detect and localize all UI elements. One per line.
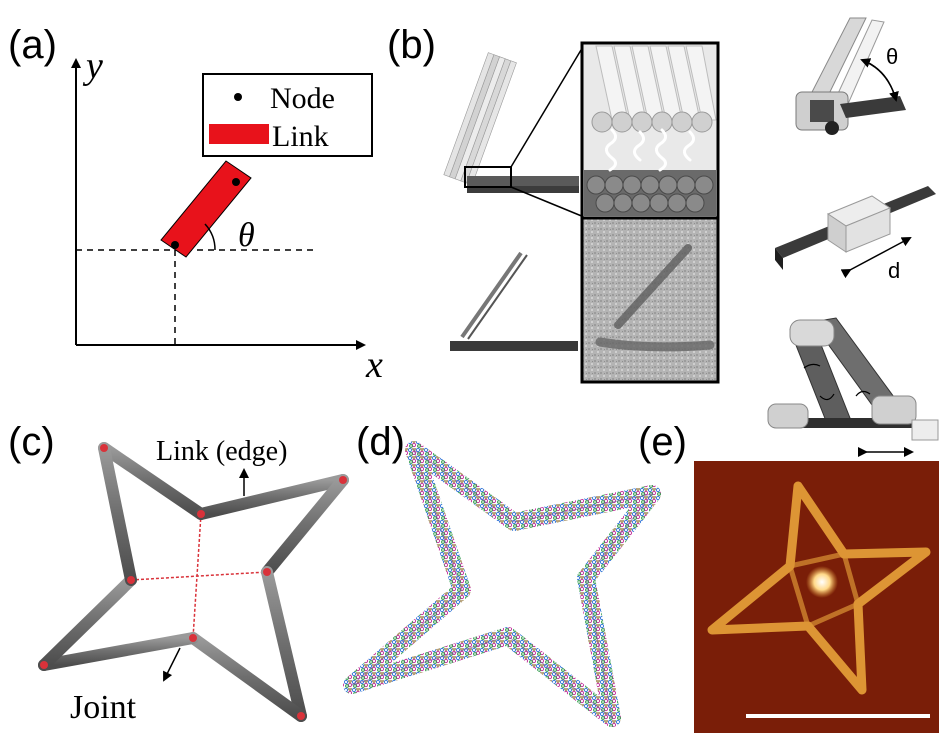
node-dot-start: [171, 241, 179, 249]
legend-node-label: Node: [270, 82, 335, 115]
helix-zoom-inset: [580, 41, 720, 220]
panel-d: (d): [343, 420, 661, 727]
revolute-joint-render: θ: [795, 17, 906, 135]
panel-b: (b): [387, 17, 939, 457]
prismatic-joint-render: d: [775, 186, 936, 283]
bundle-hinge-render: [443, 44, 585, 218]
panel-b-label: (b): [387, 23, 436, 67]
d-label: d: [888, 258, 900, 283]
panel-e: (e): [638, 420, 939, 733]
triangle-mechanism-render: [767, 317, 939, 457]
joint-label: Joint: [70, 689, 137, 726]
x-axis-label: x: [365, 344, 383, 386]
panel-a-label: (a): [8, 23, 57, 67]
diagonal-dash-v: [192, 513, 202, 639]
legend-link-marker: [209, 124, 269, 144]
angle-arc: [204, 223, 216, 251]
y-axis-label: y: [82, 45, 103, 87]
legend-box: [202, 73, 373, 157]
afm-bright-spot: [806, 566, 838, 598]
theta-label-right: θ: [886, 44, 898, 69]
panel-c-label: (c): [8, 420, 55, 464]
panel-a: (a) y x θ Node Link: [8, 23, 383, 386]
star-linkage: [38, 442, 349, 722]
zoom-box: [464, 166, 512, 188]
joint-arrow: [163, 647, 181, 682]
dna-origami-model: [343, 441, 661, 727]
panel-c: (c) Link (edge) Joint: [8, 420, 349, 726]
angle-theta-label: θ: [238, 217, 255, 254]
diagonal-dash-h: [130, 571, 268, 581]
joint-nodes: [40, 444, 347, 720]
panel-d-label: (d): [356, 420, 405, 464]
tem-image: [580, 216, 720, 384]
link-bar: [160, 160, 252, 258]
hinge-render-lower: [450, 251, 578, 351]
link-edge-label: Link (edge): [156, 436, 287, 467]
panel-e-label: (e): [638, 420, 687, 464]
legend-node-marker: [234, 93, 242, 101]
node-dot-end: [232, 178, 240, 186]
legend-link-label: Link: [272, 120, 329, 153]
afm-structure: [707, 481, 931, 695]
